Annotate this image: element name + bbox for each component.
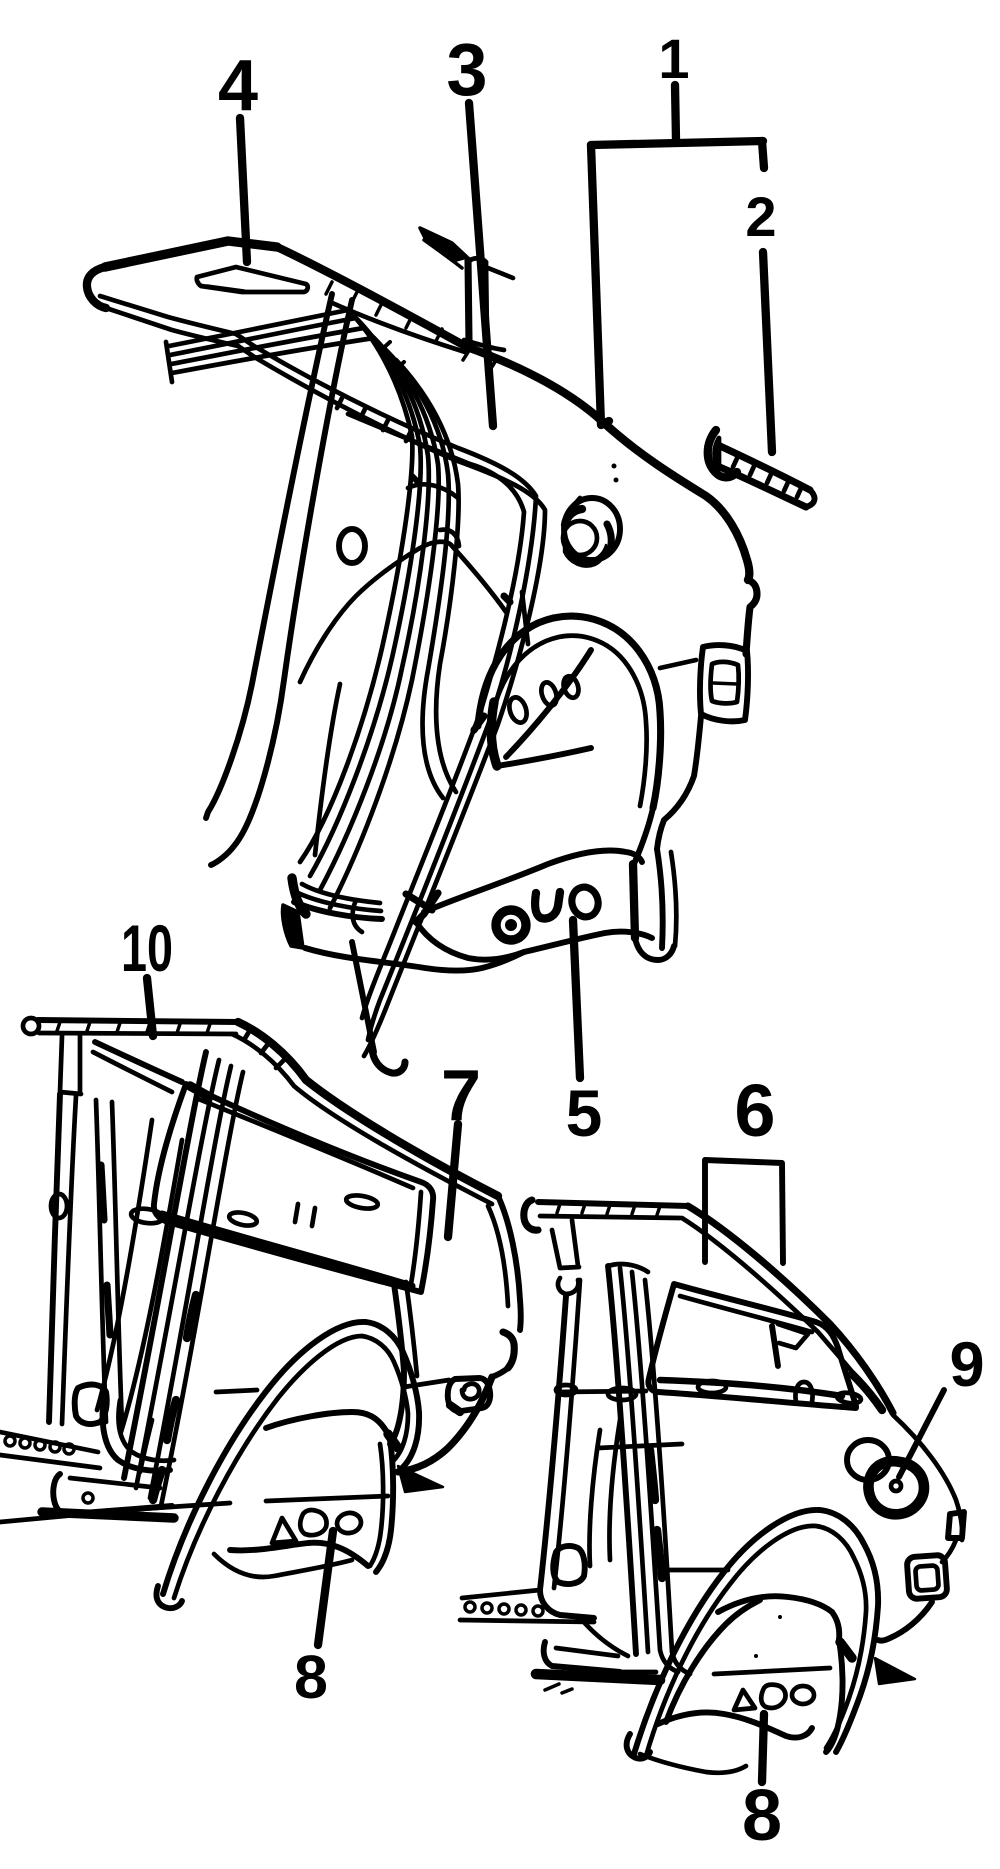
svg-text:5: 5 xyxy=(566,1076,603,1150)
svg-text:4: 4 xyxy=(218,46,258,126)
svg-text:2: 2 xyxy=(745,185,776,248)
svg-text:9: 9 xyxy=(949,1330,984,1400)
svg-text:10: 10 xyxy=(121,911,173,985)
svg-text:8: 8 xyxy=(294,1643,328,1711)
svg-text:6: 6 xyxy=(734,1069,775,1152)
svg-text:3: 3 xyxy=(446,28,487,111)
svg-text:8: 8 xyxy=(742,1776,782,1856)
svg-text:1: 1 xyxy=(658,27,689,90)
